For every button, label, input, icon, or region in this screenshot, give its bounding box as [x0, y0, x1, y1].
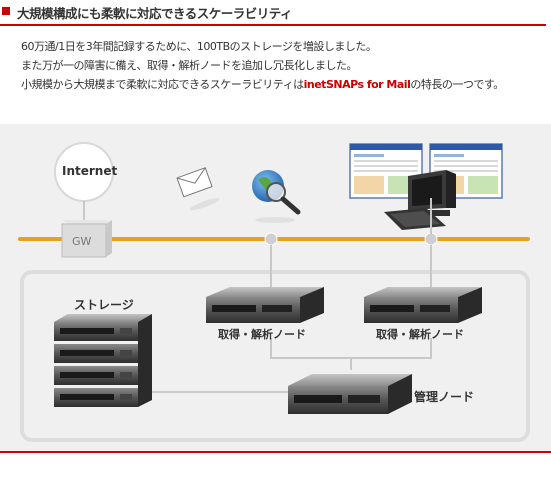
description-line-1: 60万通/1日を3年間記録するために、100TBのストレージを増設しました。 — [21, 40, 377, 53]
analysis-node-1-server — [206, 287, 324, 323]
storage-array — [54, 314, 152, 407]
page-title: 大規模構成にも柔軟に対応できるスケーラビリティ — [17, 6, 293, 21]
management-node-server — [288, 374, 412, 414]
title-bar: 大規模構成にも柔軟に対応できるスケーラビリティ — [0, 2, 546, 26]
gateway-label: GW — [72, 235, 92, 248]
description-line-2: また万が一の障害に備え、取得・解析ノードを追加し冗長化しました。 — [21, 59, 358, 72]
description-line-3: 小規模から大規模まで柔軟に対応できるスケーラビリティはinetSNAPs for… — [21, 76, 504, 92]
gateway-icon — [61, 220, 112, 258]
management-node-label: 管理ノード — [414, 390, 475, 404]
internal-network-frame — [20, 270, 530, 442]
storage-label: ストレージ — [74, 298, 134, 312]
mail-icon — [176, 167, 220, 211]
bottom-rule — [0, 451, 551, 453]
analysis-node-2-server — [364, 287, 482, 323]
globe-search-icon — [252, 170, 301, 223]
description-line-3-text: 小規模から大規模まで柔軟に対応できるスケーラビリティは — [21, 78, 304, 91]
analysis-node-2-label: 取得・解析ノード — [376, 328, 464, 341]
analysis-node-1-label: 取得・解析ノード — [218, 328, 306, 341]
internet-label: Internet — [62, 164, 118, 178]
description-line-3-suffix: の特長の一つです。 — [410, 78, 504, 91]
diagram-graphics — [18, 142, 530, 442]
system-diagram: Internet GW ストレージ 取得・解析ノード 取得・解析ノード 管理ノー… — [0, 124, 551, 452]
title-marker — [2, 7, 10, 15]
product-name: inetSNAPs for Mail — [303, 78, 411, 91]
